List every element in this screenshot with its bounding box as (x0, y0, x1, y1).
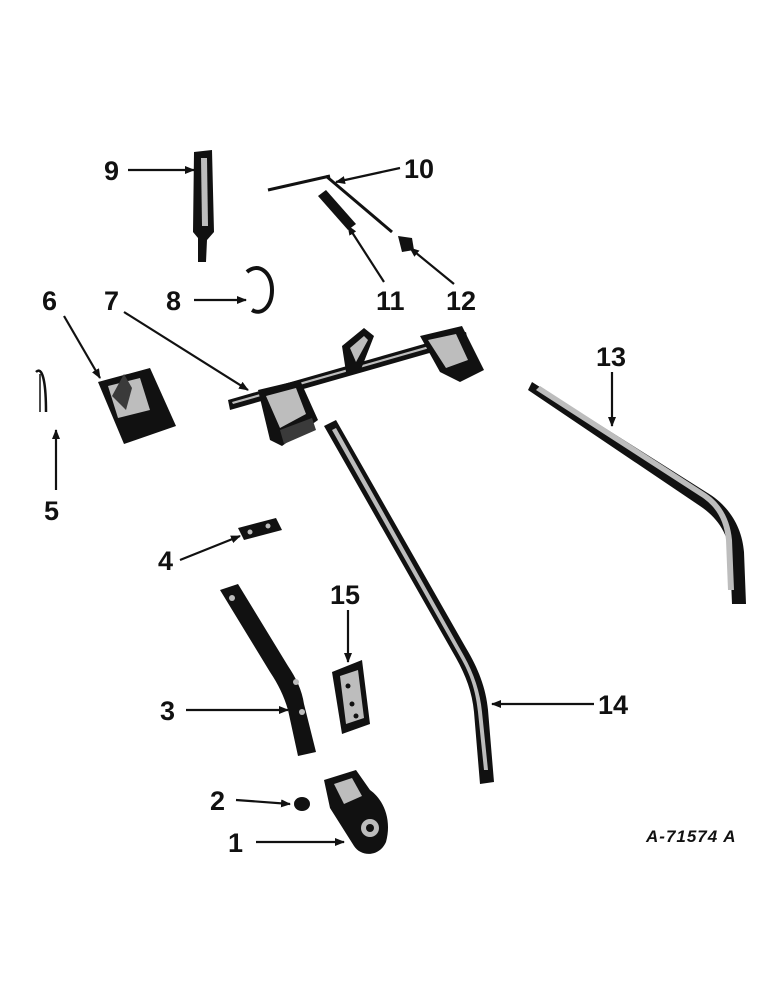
figure-reference-code: A-71574 A (645, 827, 737, 846)
leader-10 (335, 166, 401, 184)
part-2-cap (294, 797, 310, 811)
part-7-cross-shaft (228, 326, 484, 446)
part-3-strap (220, 584, 316, 756)
leader-lines (52, 166, 616, 846)
part-13-rail (528, 382, 746, 604)
part-15-bracket (332, 660, 370, 734)
callout-11: 11 (376, 286, 405, 316)
callout-14: 14 (598, 690, 628, 720)
callout-3: 3 (160, 696, 175, 726)
part-4-plate (238, 518, 282, 540)
callout-1: 1 (228, 828, 243, 858)
callout-13: 13 (596, 342, 626, 372)
part-9-strap (193, 150, 214, 262)
callout-15: 15 (330, 580, 360, 610)
part-10-rod (267, 174, 393, 234)
part-14-rail (324, 420, 494, 784)
callout-9: 9 (104, 156, 119, 186)
part-1-clevis (324, 770, 389, 854)
callout-2: 2 (210, 786, 225, 816)
leader-6 (63, 315, 101, 379)
leader-11 (347, 225, 385, 283)
part-11-grip (318, 190, 356, 230)
callout-6: 6 (42, 286, 57, 316)
part-8-hook (245, 266, 275, 314)
leader-4 (179, 534, 241, 562)
leader-2 (235, 798, 291, 808)
callout-labels: 1 2 3 4 5 6 7 8 9 10 11 12 13 14 15 (42, 154, 628, 858)
callout-12: 12 (446, 286, 476, 316)
part-5-pin (35, 369, 48, 413)
callout-7: 7 (104, 286, 119, 316)
callout-4: 4 (158, 546, 173, 576)
callout-5: 5 (44, 496, 59, 526)
callout-8: 8 (166, 286, 181, 316)
leader-7 (123, 311, 249, 391)
leader-12 (409, 247, 455, 285)
part-6-bracket (98, 368, 176, 444)
callout-10: 10 (404, 154, 434, 184)
